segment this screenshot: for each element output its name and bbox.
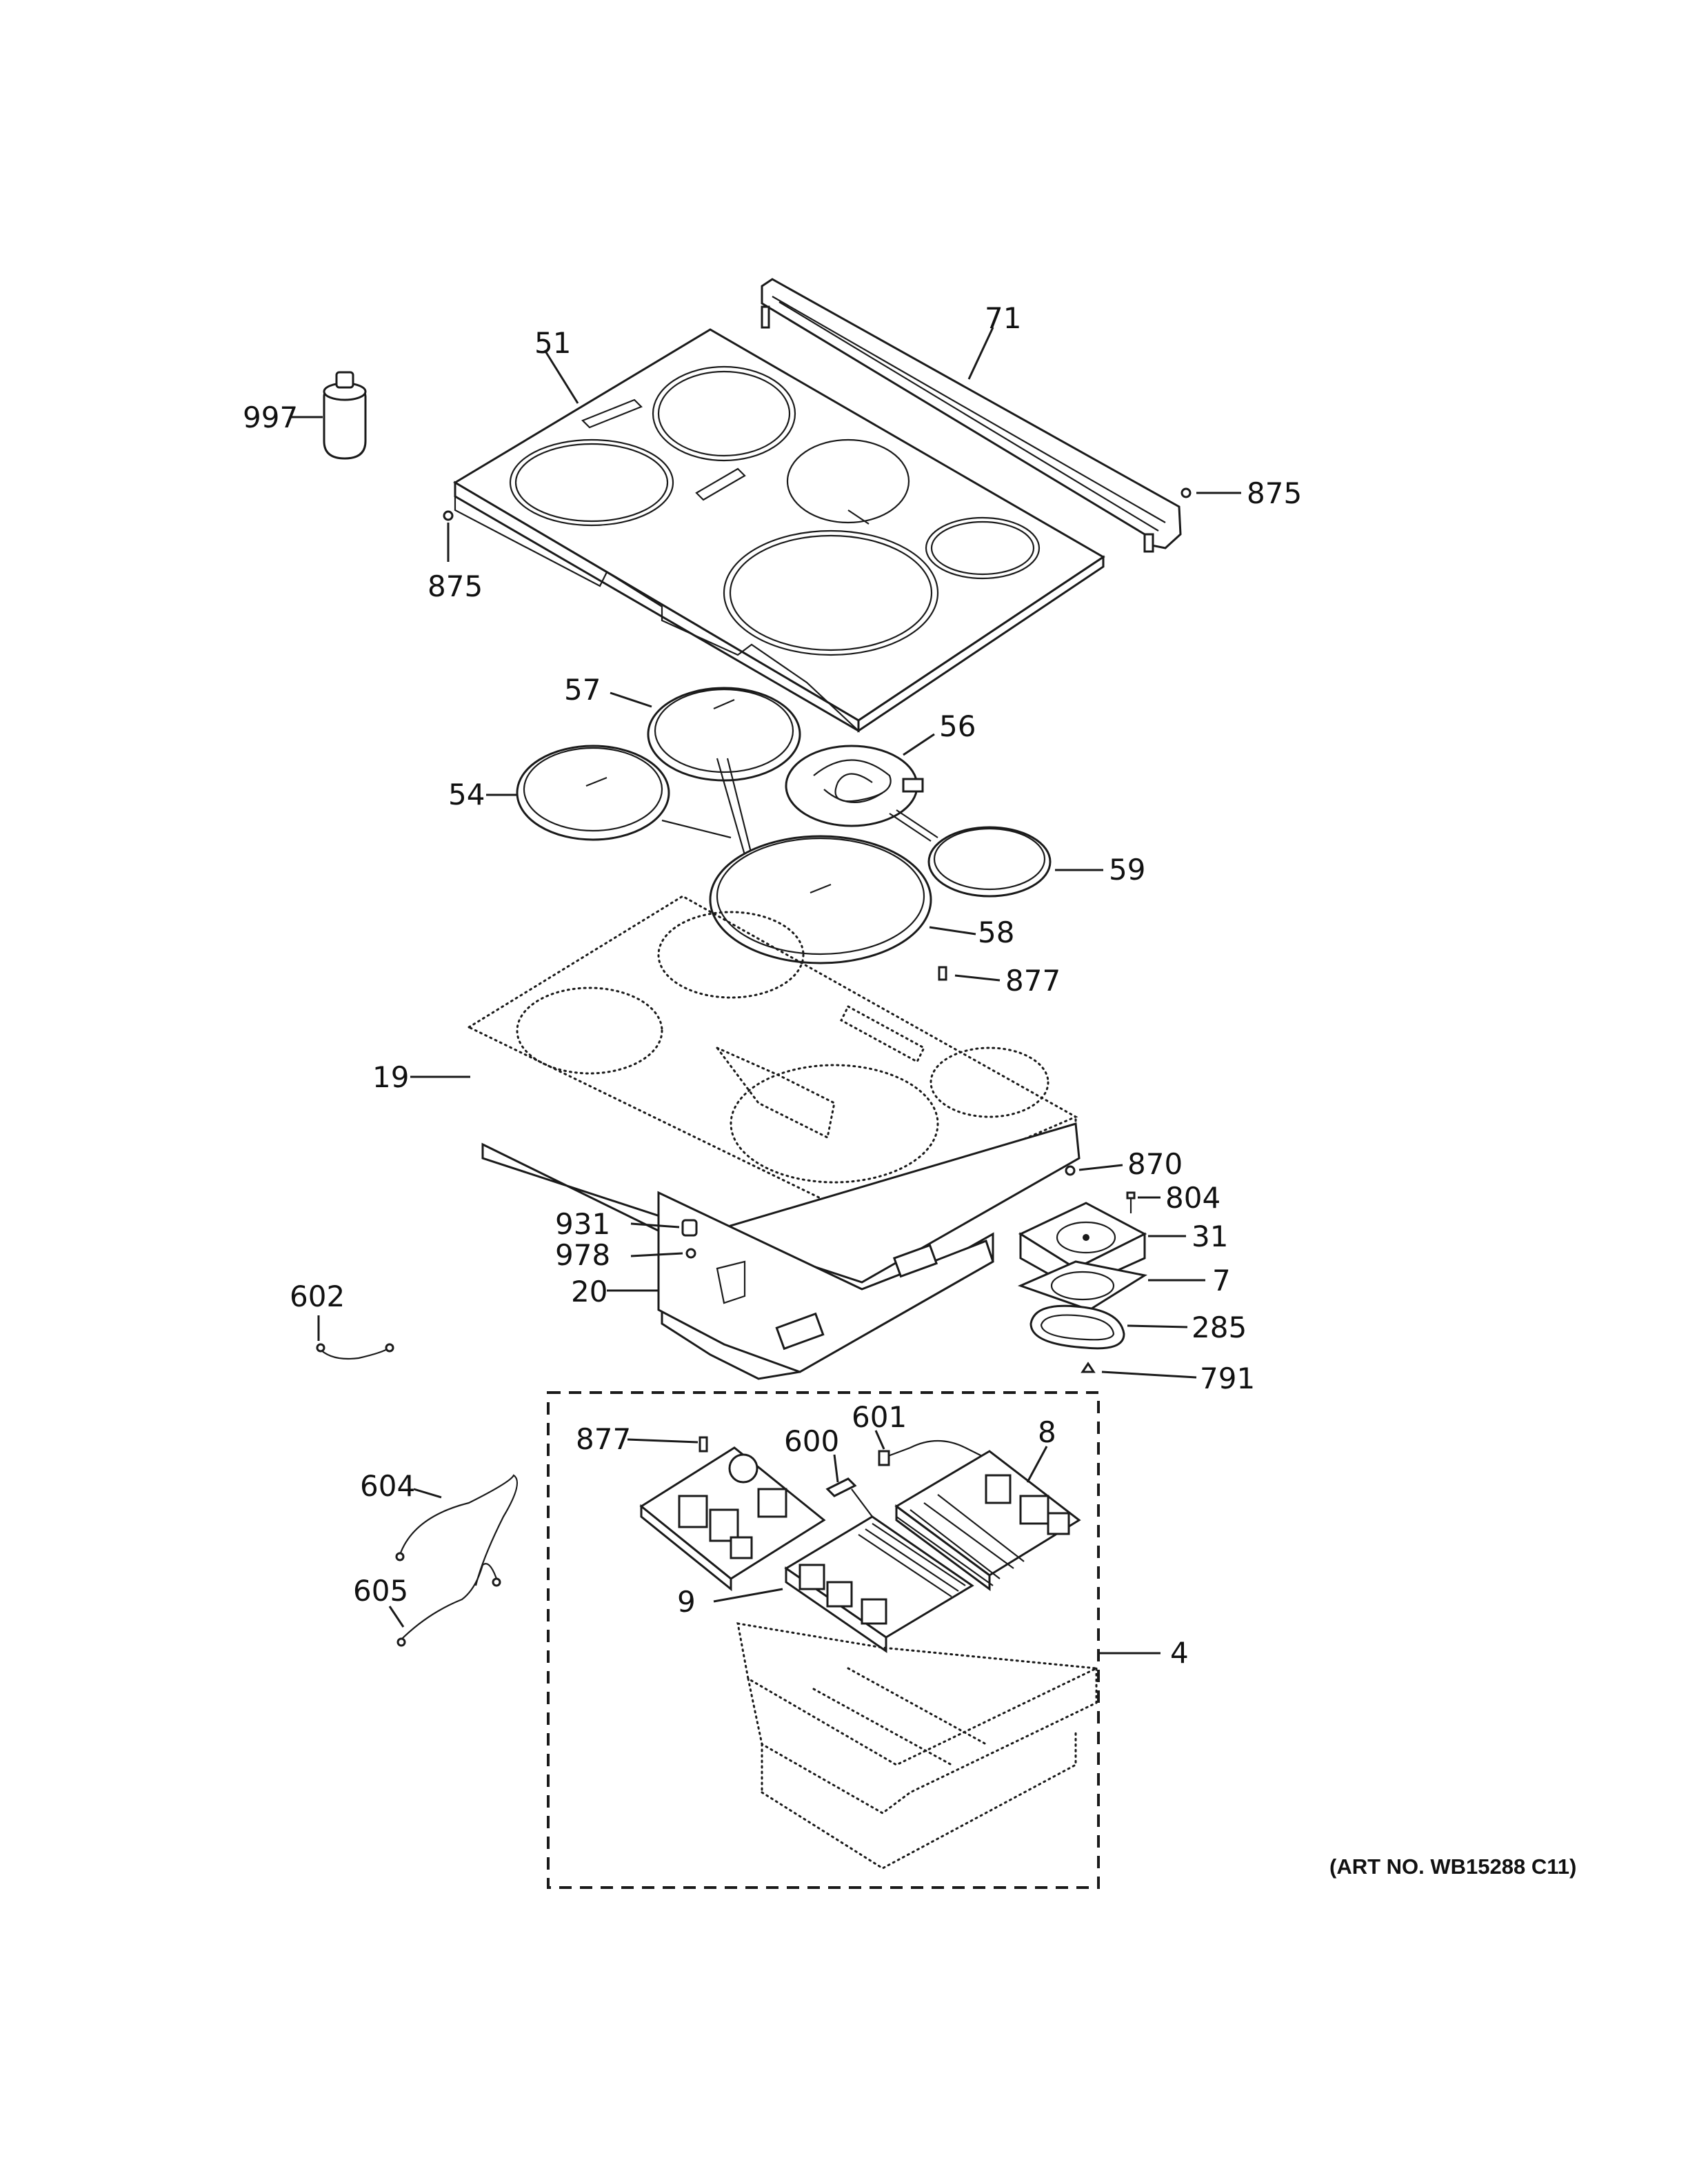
part-604-wire-harness[interactable] (395, 1474, 519, 1586)
callout-877-lower: 877 (576, 1422, 631, 1456)
part-978-nut[interactable] (630, 1248, 696, 1259)
part-605-wire-harness[interactable] (388, 1563, 501, 1647)
callout-600: 600 (784, 1424, 839, 1458)
control-board-left (639, 1446, 826, 1592)
part-285-seal-ring[interactable] (1029, 1304, 1188, 1350)
callout-58: 58 (978, 916, 1014, 949)
part-19-support-plate[interactable] (410, 895, 1078, 1236)
art-number: (ART NO. WB15288 C11) (1329, 1854, 1576, 1879)
part-7-fan-gasket[interactable] (1017, 1260, 1205, 1311)
callout-9: 9 (677, 1585, 696, 1619)
part-8-induction-board[interactable] (894, 1446, 1081, 1591)
part-51-glass-cooktop[interactable] (453, 328, 1105, 733)
callout-20: 20 (571, 1275, 607, 1308)
part-56-coil-element[interactable] (785, 733, 935, 827)
part-9-induction-board[interactable] (713, 1515, 974, 1653)
callout-285: 285 (1192, 1311, 1247, 1344)
callout-31: 31 (1192, 1220, 1228, 1253)
part-58-radiant-element[interactable] (709, 835, 976, 964)
callout-870: 870 (1127, 1147, 1183, 1181)
callout-978: 978 (555, 1238, 610, 1272)
callout-875-left: 875 (428, 569, 483, 603)
board-tray (736, 1622, 1101, 1870)
assembly-4-boundary (547, 1391, 1160, 1889)
part-71-rear-trim[interactable] (761, 278, 1182, 553)
callout-4: 4 (1170, 1636, 1189, 1670)
callout-54: 54 (448, 778, 485, 811)
part-601-wire-harness[interactable] (874, 1430, 1001, 1466)
part-602-jumper-wire[interactable] (316, 1315, 394, 1360)
part-804-screw[interactable] (1126, 1191, 1160, 1213)
callout-51: 51 (534, 326, 571, 360)
callout-877-upper: 877 (1005, 964, 1061, 998)
part-791-screw[interactable] (1081, 1362, 1197, 1379)
callout-71: 71 (985, 301, 1021, 335)
callout-605: 605 (353, 1574, 408, 1608)
callout-57: 57 (564, 673, 601, 707)
part-877-screw-lower[interactable] (627, 1436, 708, 1453)
callout-804: 804 (1165, 1181, 1220, 1215)
callout-56: 56 (939, 709, 976, 743)
callout-875-right: 875 (1247, 476, 1302, 510)
element-wiring (661, 758, 938, 856)
part-997-cleaner-bottle[interactable] (290, 371, 367, 460)
callout-604: 604 (360, 1469, 415, 1503)
callout-931: 931 (555, 1207, 610, 1241)
part-870-clip[interactable] (1065, 1164, 1123, 1176)
part-877-screw-upper[interactable] (938, 966, 1001, 982)
part-875-screw-right[interactable] (1180, 487, 1241, 498)
callout-7: 7 (1212, 1264, 1231, 1297)
callout-8: 8 (1038, 1415, 1056, 1449)
callout-59: 59 (1109, 853, 1145, 887)
part-931-grommet[interactable] (630, 1219, 698, 1237)
part-875-screw-left[interactable] (443, 510, 454, 562)
callout-791: 791 (1200, 1362, 1255, 1395)
callout-19: 19 (372, 1060, 409, 1094)
part-59-radiant-element[interactable] (927, 826, 1103, 898)
callout-601: 601 (852, 1400, 907, 1434)
callout-602: 602 (290, 1280, 345, 1313)
callout-997: 997 (243, 401, 298, 434)
part-20-heat-shield[interactable] (481, 1122, 1081, 1380)
callout-labels: 997 51 71 875 875 57 56 54 59 58 877 19 … (243, 301, 1576, 1879)
part-54-radiant-element[interactable] (486, 745, 670, 841)
